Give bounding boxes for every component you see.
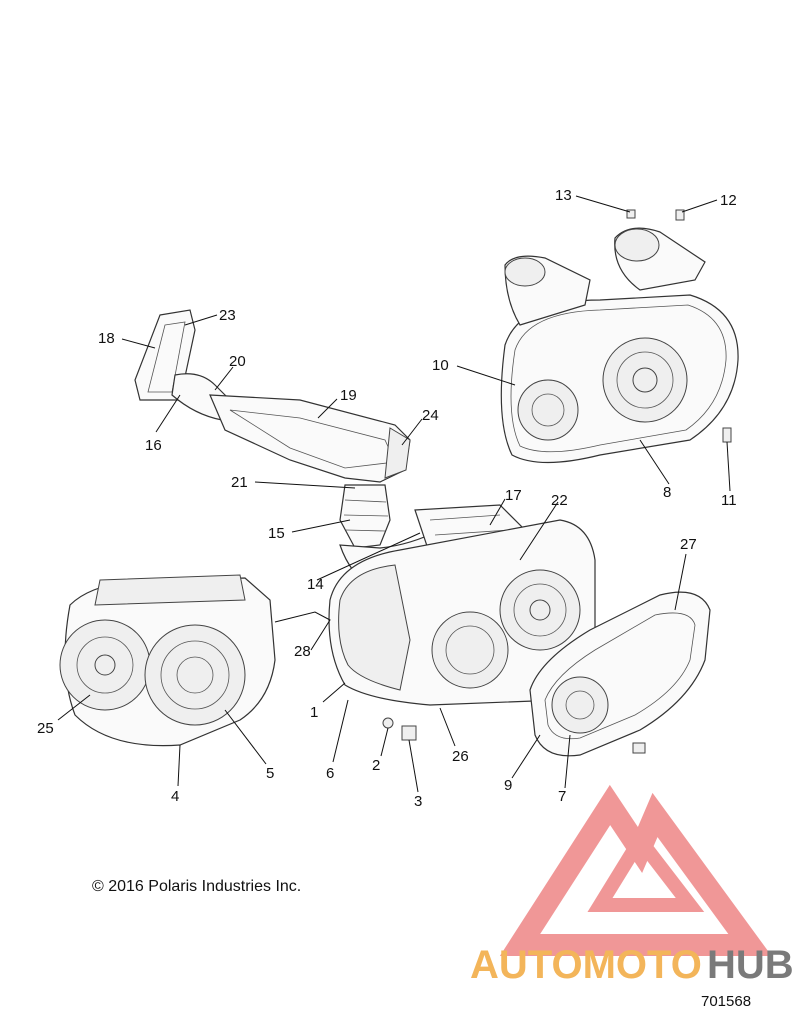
callout-16: 16 — [145, 437, 162, 454]
copyright-notice: © 2016 Polaris Industries Inc. — [92, 878, 302, 895]
callout-3: 3 — [414, 793, 422, 810]
clutch-housing-assembly — [328, 519, 596, 741]
callout-17: 17 — [505, 487, 522, 504]
automotohub-logo — [499, 784, 772, 956]
callout-10: 10 — [432, 357, 449, 374]
intake-duct-assembly — [134, 309, 411, 483]
wordmark-dark: HUB — [707, 943, 794, 987]
callout-15: 15 — [268, 525, 285, 542]
outer-drive-cover — [529, 591, 711, 757]
callout-1: 1 — [310, 704, 318, 721]
callout-27: 27 — [680, 536, 697, 553]
callout-6: 6 — [326, 765, 334, 782]
automotohub-wordmark: AUTOMOTO HUB — [470, 943, 794, 987]
callout-24: 24 — [422, 407, 439, 424]
callout-labels: 1 2 3 4 5 6 7 8 9 10 11 12 13 14 15 16 1… — [37, 187, 737, 810]
callout-19: 19 — [340, 387, 357, 404]
callout-13: 13 — [555, 187, 572, 204]
callout-12: 12 — [720, 192, 737, 209]
leader-lines — [57, 195, 731, 793]
callout-26: 26 — [452, 748, 469, 765]
callout-28: 28 — [294, 643, 311, 660]
callout-7: 7 — [558, 788, 566, 805]
callout-21: 21 — [231, 474, 248, 491]
callout-5: 5 — [266, 765, 274, 782]
callout-11: 11 — [721, 492, 737, 509]
callout-2: 2 — [372, 757, 380, 774]
inner-clutch-cover — [59, 574, 276, 747]
callout-14: 14 — [307, 576, 324, 593]
outer-clutch-cover-assembly — [500, 209, 739, 464]
callout-23: 23 — [219, 307, 236, 324]
callout-4: 4 — [171, 788, 179, 805]
callout-25: 25 — [37, 720, 54, 737]
callout-18: 18 — [98, 330, 115, 347]
callout-22: 22 — [551, 492, 568, 509]
callout-8: 8 — [663, 484, 671, 501]
wordmark-light: AUTOMOTO — [470, 943, 702, 987]
document-number: 701568 — [701, 993, 752, 1010]
callout-9: 9 — [504, 777, 512, 794]
callout-20: 20 — [229, 353, 246, 370]
